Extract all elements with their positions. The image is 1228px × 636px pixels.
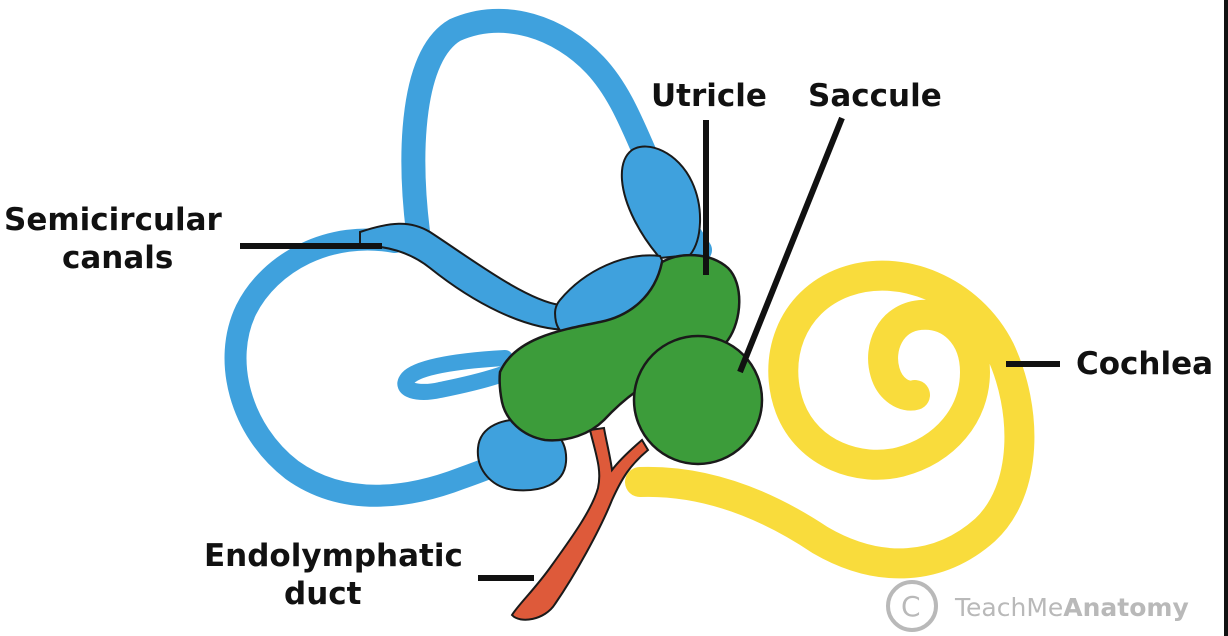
copyright-symbol: C bbox=[901, 590, 921, 623]
watermark-brand-bold: Anatomy bbox=[1063, 593, 1189, 622]
superior-canal-ampulla bbox=[620, 145, 702, 260]
cochlea bbox=[625, 260, 1035, 579]
watermark: C TeachMeAnatomy bbox=[886, 580, 1189, 632]
label-utricle: Utricle bbox=[651, 78, 767, 114]
endolymphatic-duct bbox=[510, 426, 650, 621]
watermark-brand: TeachMeAnatomy bbox=[954, 593, 1189, 622]
labels: Semicircular canals Utricle Saccule Coch… bbox=[4, 78, 1213, 612]
common-crus bbox=[359, 222, 577, 332]
semicircular-canals bbox=[224, 8, 712, 507]
posterior-canal bbox=[224, 228, 531, 507]
cochlea-spiral bbox=[625, 260, 1035, 579]
duct-shape bbox=[510, 426, 650, 621]
right-border bbox=[1224, 0, 1228, 636]
label-semicircular-2: canals bbox=[62, 240, 173, 276]
vestibule bbox=[498, 253, 764, 466]
label-semicircular-1: Semicircular bbox=[4, 202, 223, 238]
leader-saccule bbox=[737, 116, 845, 374]
label-endolymphatic-1: Endolymphatic bbox=[204, 538, 463, 574]
label-endolymphatic-2: duct bbox=[284, 576, 362, 612]
copyright-icon bbox=[886, 580, 938, 632]
label-cochlea: Cochlea bbox=[1076, 346, 1213, 382]
leader-lines bbox=[240, 116, 1060, 581]
saccule bbox=[632, 334, 764, 466]
label-saccule: Saccule bbox=[808, 78, 942, 114]
watermark-brand-light: TeachMe bbox=[954, 593, 1063, 622]
